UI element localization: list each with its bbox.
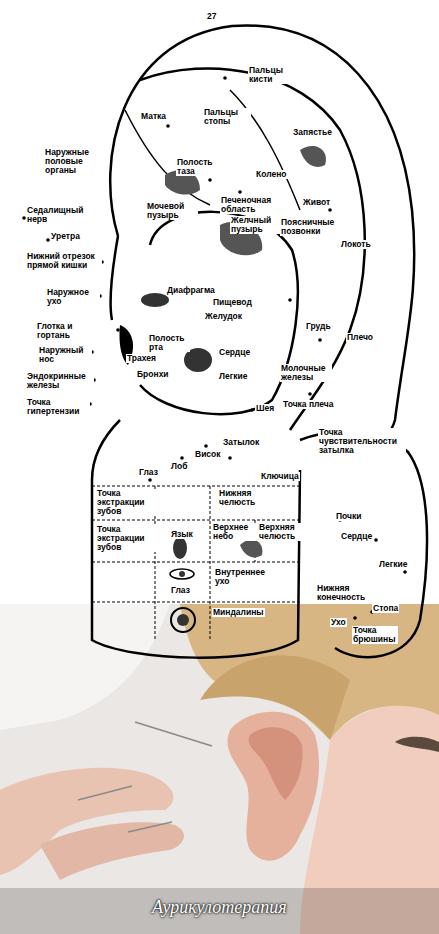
point-dot — [328, 208, 332, 212]
region-label: Матка — [140, 112, 167, 121]
point-dot — [403, 570, 407, 574]
region-label: Сердце — [340, 532, 373, 541]
region-label: Колено — [255, 170, 288, 179]
region-label: Нижняя конечность — [316, 584, 378, 602]
region-label: Молочные железы — [280, 364, 332, 382]
region-label: Глотка и гортань — [36, 322, 96, 340]
page-number: 27 — [206, 12, 217, 21]
region-label: Верхняя челюсть — [258, 523, 302, 541]
point-dot — [238, 190, 242, 194]
region-label: Поясничные позвонки — [280, 218, 340, 236]
point-dot — [208, 178, 212, 182]
region-label: Верхнее небо — [212, 523, 256, 541]
region-label: Наружный нос — [38, 346, 92, 364]
point-dot — [166, 124, 170, 128]
region-label: Стопа — [372, 604, 399, 613]
region-label: Пищевод — [212, 298, 253, 307]
point-dots — [22, 76, 407, 636]
region-label: Локоть — [340, 240, 372, 249]
region-label: Седалищный нерв — [26, 206, 90, 224]
point-dot — [116, 328, 120, 332]
point-dot — [223, 76, 227, 80]
point-dot — [228, 456, 232, 460]
point-dot — [288, 298, 292, 302]
region-label: Ухо — [330, 618, 347, 627]
region-label: Шея — [255, 404, 275, 413]
point-dot — [308, 392, 312, 396]
region-label: Живот — [302, 198, 331, 207]
region-label: Глаз — [170, 586, 191, 595]
region-label: Почки — [335, 512, 363, 521]
region-label: Запястье — [292, 128, 333, 137]
region-label: Полость таза — [176, 158, 222, 176]
region-label: Полость рта — [148, 334, 190, 352]
region-label: Желудок — [204, 312, 243, 321]
region-label: Уретра — [50, 232, 81, 241]
region-label: Точка экстракции зубов — [96, 489, 156, 516]
lobe-grid — [92, 486, 300, 640]
region-label: Наружное ухо — [46, 288, 100, 306]
region-label: Язык — [170, 530, 194, 539]
region-label: Диафрагма — [166, 286, 216, 295]
region-label: Сердце — [218, 348, 251, 357]
point-dot — [353, 616, 357, 620]
region-label: Мочевой пузырь — [146, 202, 198, 220]
region-label: Печеночная область — [220, 196, 284, 214]
region-label: Трахея — [126, 354, 157, 363]
region-label: Миндалины — [212, 608, 265, 617]
region-label: Глаз — [138, 468, 159, 477]
region-label: Наружные половые органы — [44, 148, 102, 175]
region-label: Затылок — [222, 438, 260, 447]
region-label: Бронхи — [136, 370, 170, 379]
region-label: Точка экстракции зубов — [96, 525, 156, 552]
region-label: Эндокринные железы — [26, 372, 94, 390]
region-label: Висок — [194, 450, 222, 459]
region-label: Легкие — [218, 372, 248, 381]
region-label: Точка чувствительности затылка — [318, 428, 406, 455]
region-label: Внутреннее ухо — [214, 568, 276, 586]
region-label: Пальцы кисти — [248, 66, 296, 84]
point-dot — [318, 338, 322, 342]
region-label: Нижняя челюсть — [218, 489, 282, 507]
point-dot — [180, 456, 184, 460]
region-label: Плечо — [346, 333, 374, 342]
region-label: Точка плеча — [282, 400, 335, 409]
region-label: Лоб — [170, 462, 188, 471]
watermark: Аурикулотерапия — [151, 898, 288, 917]
point-dot — [250, 408, 254, 412]
photo — [0, 604, 439, 934]
region-label: Точка брюшины — [352, 626, 398, 644]
ear-outline — [92, 25, 427, 657]
region-label: Нижний отрезок прямой кишки — [26, 252, 102, 270]
region-label: Ключица — [260, 472, 300, 481]
region-label: Легкие — [378, 560, 408, 569]
region-label: Точка гипертензии — [26, 398, 90, 416]
point-dot — [204, 444, 208, 448]
region-label: Пальцы стопы — [203, 108, 251, 126]
region-label: Грудь — [305, 322, 332, 331]
point-dot — [148, 478, 152, 482]
point-dot — [374, 538, 378, 542]
